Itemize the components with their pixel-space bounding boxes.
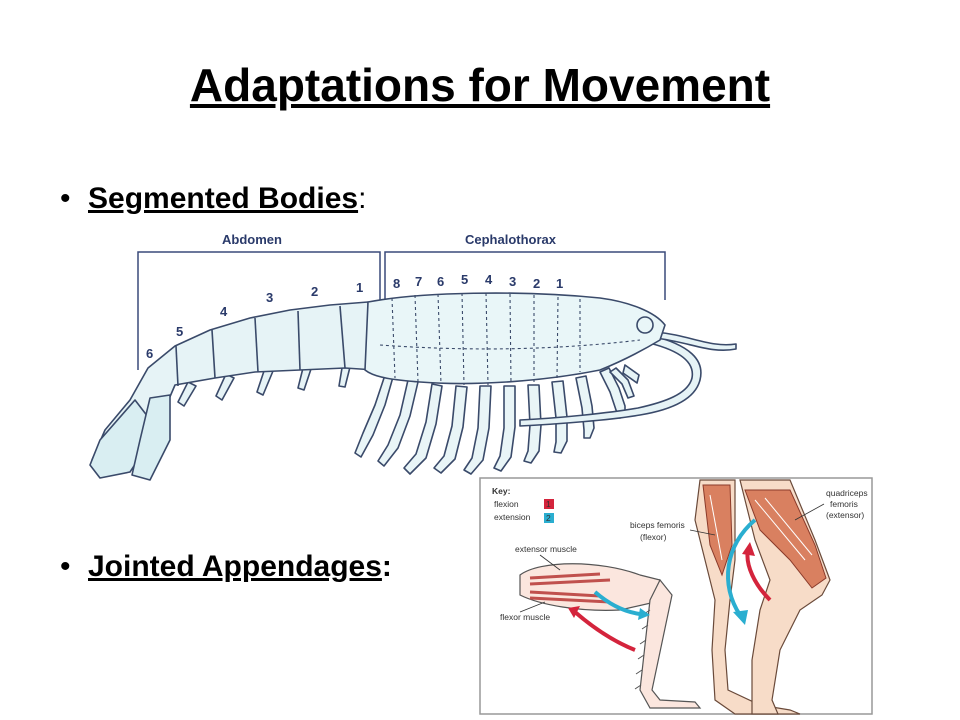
quadriceps-label-line1: quadriceps [826,488,868,498]
bullet-term: Jointed Appendages [88,550,382,583]
quadriceps-pointer [794,503,825,521]
cephalothorax-segment-number: 6 [437,274,444,289]
arthropod-leg [519,563,702,709]
cephalothorax-segment-number: 4 [485,272,493,287]
muscle-fibers [529,572,611,604]
abdomen-segment-number: 6 [146,346,153,361]
human-flexion-arrow-head [742,542,755,556]
human-extension-arrow-head [733,610,748,625]
segment-brackets [137,251,666,370]
flexor-muscle-label: flexor muscle [500,612,550,622]
biceps-femoris-role: (flexor) [640,532,667,542]
bullet-suffix: : [358,182,367,215]
abdomen-segment-number: 5 [176,324,183,339]
bullet-jointed-appendages: • Jointed Appendages: [60,550,392,584]
quadriceps-muscle [744,489,827,589]
extensor-pointer [539,554,561,571]
quadriceps-label-line2: femoris [830,499,858,509]
bullet-dot: • [60,550,71,583]
cephalothorax-segment-number: 8 [393,276,400,291]
extension-arrow-head [638,608,650,620]
leg-spines [634,609,651,690]
key-extension-label: extension [494,512,531,522]
bullet-segmented-bodies: • Segmented Bodies: [60,182,366,216]
abdomen-label: Abdomen [222,232,282,247]
bullet-dot: • [60,182,71,215]
extension-arrow [593,590,641,616]
bullet-suffix: : [381,550,392,583]
biceps-pointer [689,529,716,536]
cephalothorax-segment-number: 5 [461,272,468,287]
quadriceps-role: (extensor) [826,510,864,520]
key-flexion-label: flexion [494,499,519,509]
extensor-muscle-label: extensor muscle [515,544,577,554]
flexion-arrow [573,610,636,652]
human-leg [694,479,831,715]
human-extension-arrow [726,518,757,617]
key-extension-number: 2 [546,513,551,523]
biceps-femoris-muscle [702,484,733,577]
key-title: Key: [492,486,511,496]
abdomen-segment-number: 4 [220,304,228,319]
abdomen-segment-number: 1 [356,280,363,295]
cephalothorax-segment-number: 3 [509,274,516,289]
abdomen-segment-number: 3 [266,290,273,305]
cephalothorax-label: Cephalothorax [465,232,557,247]
key-flexion-swatch [544,499,554,509]
flexor-pointer [519,601,546,613]
key-extension-swatch [544,513,554,523]
bullet-term: Segmented Bodies [88,182,359,215]
biceps-femoris-label: biceps femoris [630,520,685,530]
human-muscle-fibers [709,494,813,561]
cephalothorax-segment-number: 1 [556,276,563,291]
abdomen-segment-number: 2 [311,284,318,299]
cephalothorax-segment-number: 2 [533,276,540,291]
key-flexion-number: 1 [546,499,551,509]
shrimp-body [89,292,737,481]
cephalothorax-segment-number: 7 [415,274,422,289]
slide-title: Adaptations for Movement [189,59,771,111]
flexion-arrow-head [568,606,580,618]
